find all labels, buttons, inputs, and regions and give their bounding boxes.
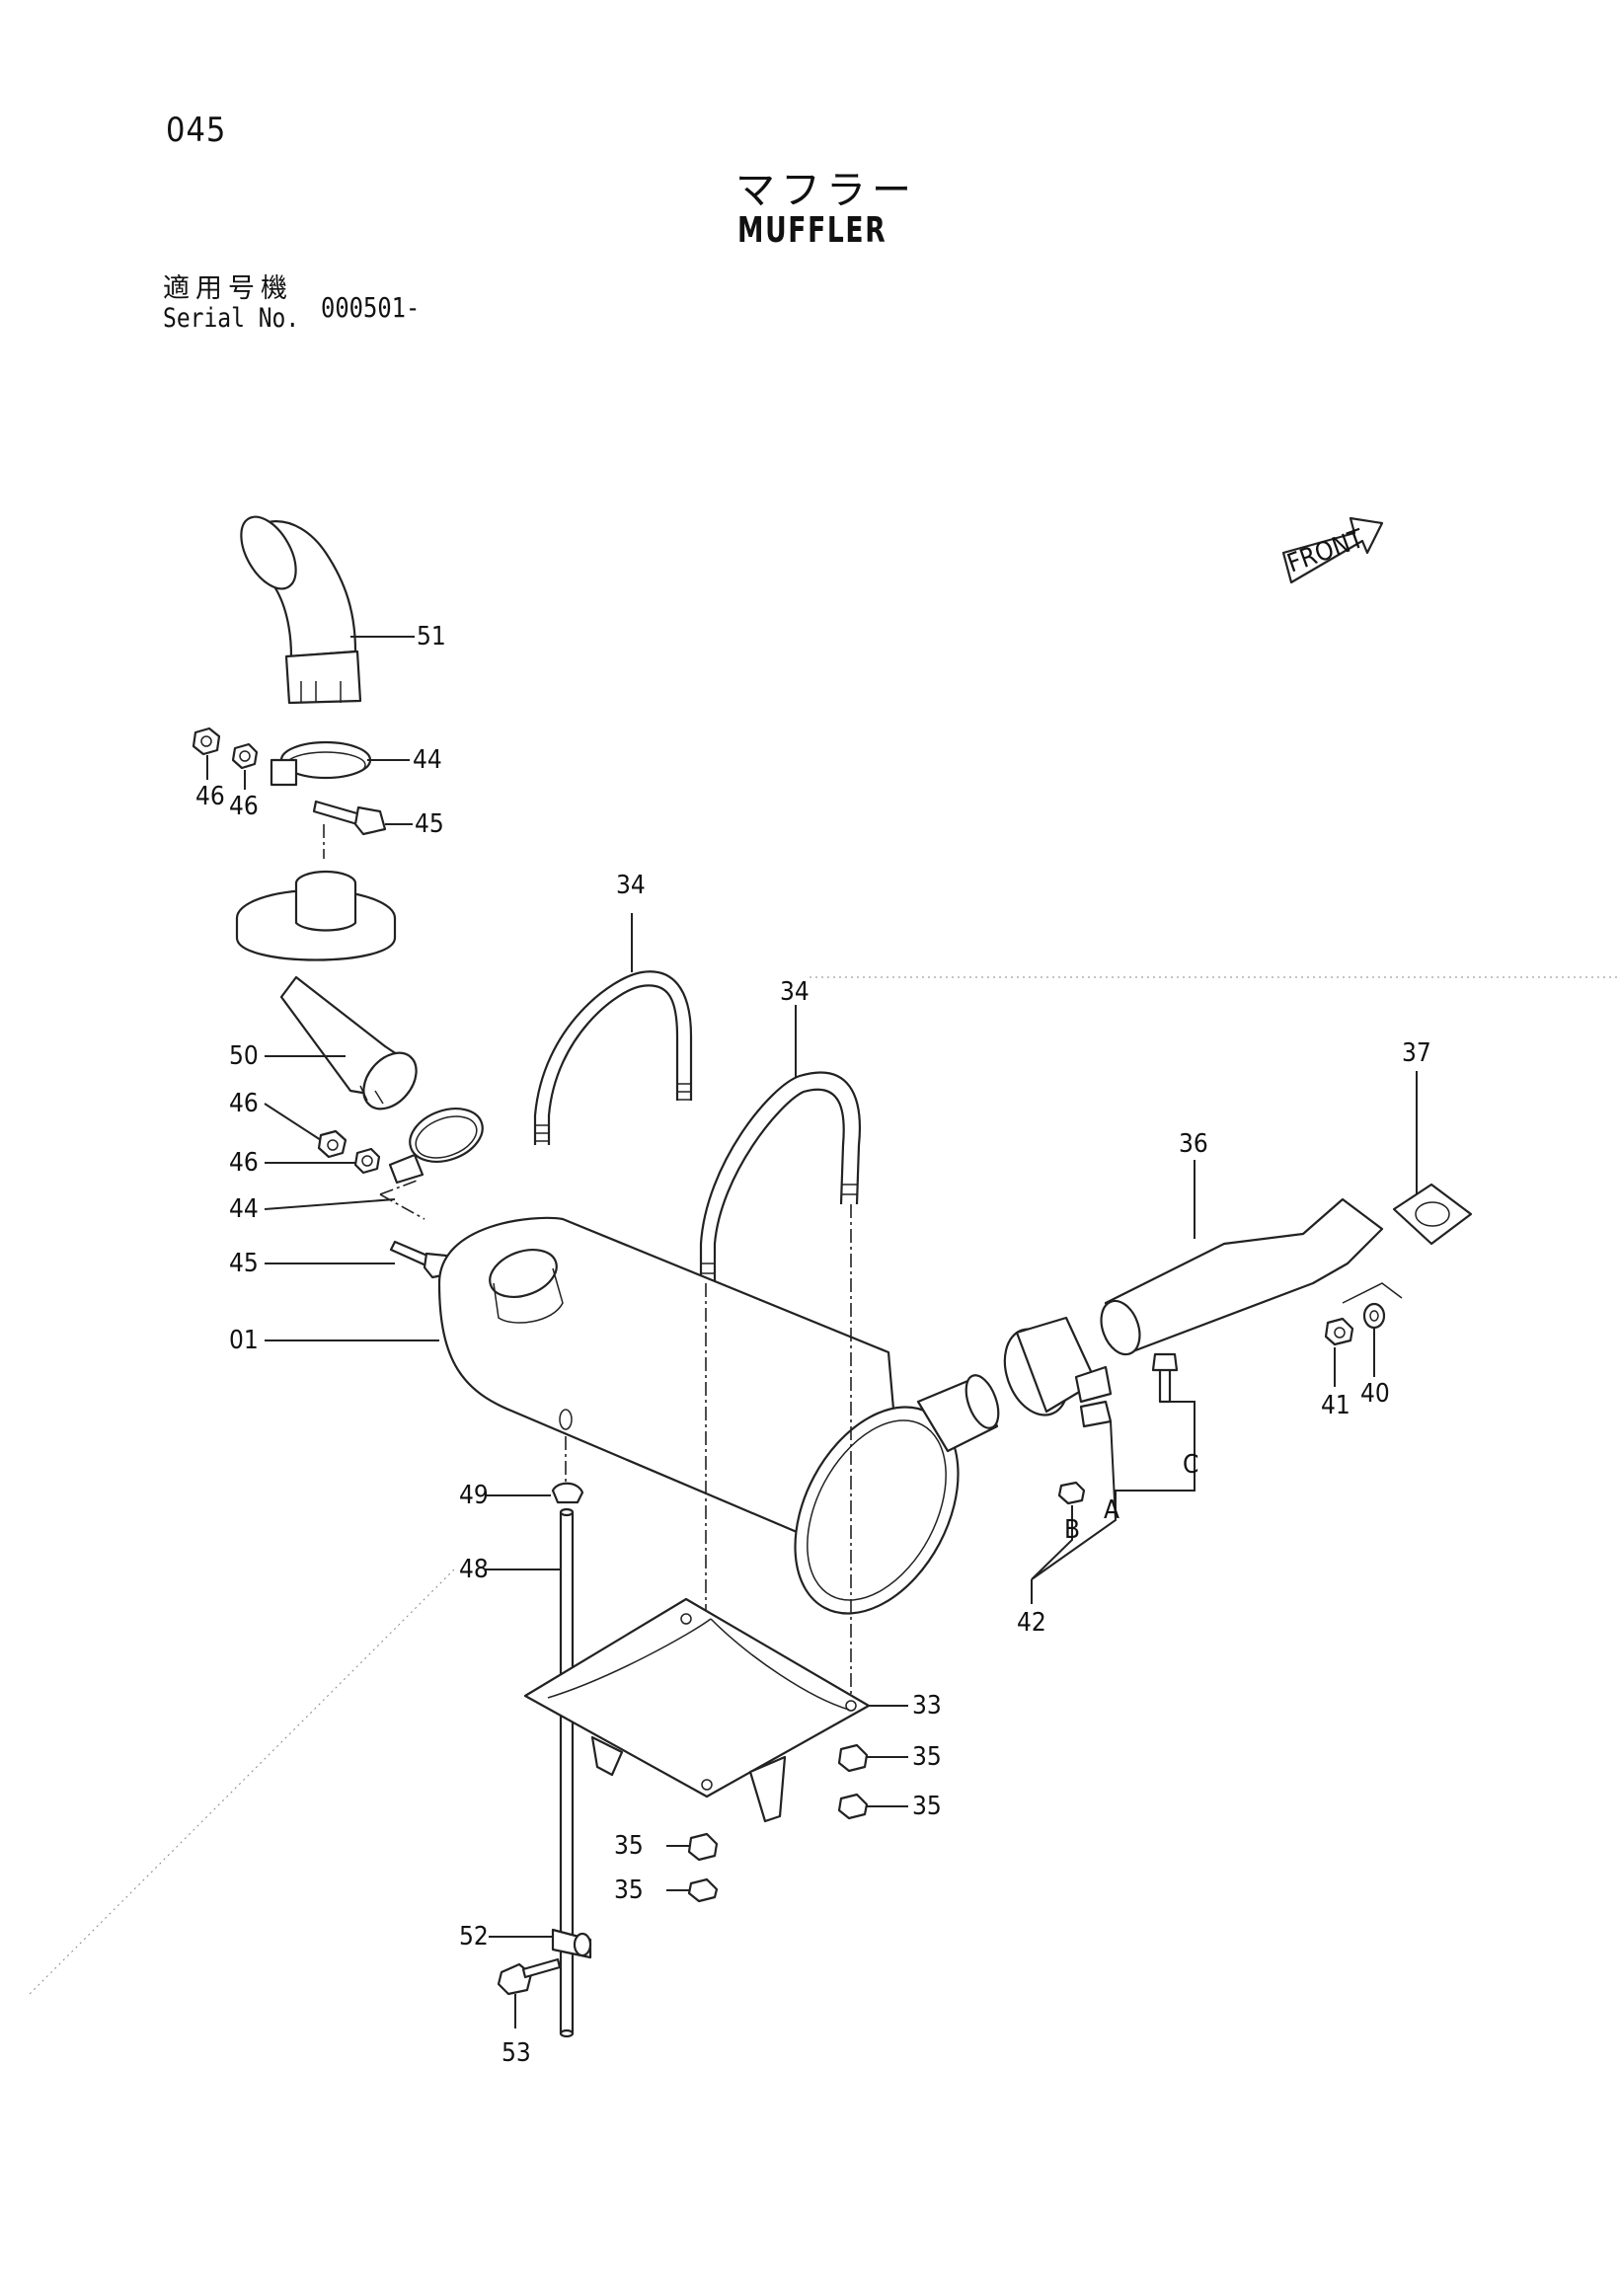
drain-rod — [559, 1507, 575, 2038]
callout-35: 35 — [912, 1792, 942, 1821]
u-bolt-left — [533, 970, 693, 1145]
callout-45: 45 — [229, 1249, 259, 1278]
callout-45: 45 — [415, 809, 444, 839]
leader-line — [1342, 1282, 1403, 1304]
callout-34: 34 — [780, 977, 810, 1007]
inlet-cone-pipe — [235, 870, 418, 1110]
page-number: 045 — [166, 111, 227, 150]
callout-42: 42 — [1017, 1608, 1046, 1638]
callout-46: 46 — [229, 1089, 259, 1118]
callout-01: 01 — [229, 1326, 259, 1355]
leader-line — [264, 1198, 396, 1210]
callout-35: 35 — [614, 1831, 644, 1861]
front-label: FRONT — [1283, 524, 1368, 579]
nut-42 — [1057, 1481, 1086, 1505]
callout-51: 51 — [417, 622, 446, 651]
nut-35 — [837, 1743, 869, 1773]
u-bolt-right — [699, 1071, 861, 1283]
bolt-upper — [312, 800, 387, 836]
callout-49: 49 — [459, 1481, 489, 1510]
callout-50: 50 — [229, 1041, 259, 1071]
callout-44: 44 — [413, 745, 442, 775]
drain-plug-marker — [559, 1409, 573, 1430]
callout-37: 37 — [1402, 1038, 1431, 1068]
clip-49 — [551, 1482, 584, 1504]
callout-B: B — [1064, 1515, 1080, 1545]
callout-C: C — [1183, 1450, 1198, 1480]
clamp-middle — [388, 1108, 484, 1185]
exhaust-pipe — [1100, 1197, 1384, 1356]
centerline — [379, 1179, 425, 1220]
clamp-42 — [1003, 1316, 1113, 1428]
callout-46: 46 — [229, 1148, 259, 1178]
muffler-body — [437, 1216, 1000, 1615]
callout-A: A — [1104, 1495, 1119, 1525]
clamp-upper — [270, 740, 372, 787]
nut-35 — [687, 1832, 719, 1862]
callout-52: 52 — [459, 1922, 489, 1952]
nut-35 — [687, 1877, 719, 1903]
callout-34: 34 — [616, 871, 646, 900]
front-direction-arrow: FRONT — [1281, 516, 1384, 584]
callout-36: 36 — [1179, 1129, 1208, 1159]
callout-35: 35 — [912, 1742, 942, 1772]
page-title: MUFFLER — [737, 210, 887, 251]
mounting-bracket — [523, 1597, 871, 1823]
nut-35 — [837, 1793, 869, 1820]
callout-44: 44 — [229, 1194, 259, 1224]
nut-46 — [192, 727, 221, 756]
callout-48: 48 — [459, 1555, 489, 1584]
serial-number: 000501- — [321, 291, 421, 324]
page-title-japanese: マフラー — [735, 168, 917, 213]
serial-label: Serial No. — [163, 303, 300, 334]
tail-pipe-elbow — [240, 515, 362, 705]
washer-40 — [1362, 1302, 1386, 1330]
nut-46 — [317, 1129, 347, 1159]
callout-46: 46 — [195, 782, 225, 811]
callout-41: 41 — [1321, 1391, 1350, 1420]
callout-35: 35 — [614, 1875, 644, 1905]
clip-52 — [551, 1928, 592, 1959]
nut-46 — [353, 1147, 381, 1175]
nut-46 — [231, 742, 259, 770]
callout-46: 46 — [229, 792, 259, 821]
serial-label-japanese: 適用号機 — [163, 273, 293, 304]
callout-33: 33 — [912, 1691, 942, 1721]
gasket — [1392, 1183, 1473, 1246]
leader-line — [1031, 1505, 1073, 1580]
leader-line — [1031, 1420, 1118, 1580]
bolt-53 — [497, 1957, 562, 1996]
callout-40: 40 — [1360, 1379, 1390, 1409]
leader-line — [264, 1103, 322, 1141]
callout-53: 53 — [501, 2038, 531, 2068]
nut-41 — [1324, 1317, 1354, 1346]
scan-artifact-line — [29, 1569, 455, 1995]
bolt-42 — [1151, 1352, 1179, 1404]
